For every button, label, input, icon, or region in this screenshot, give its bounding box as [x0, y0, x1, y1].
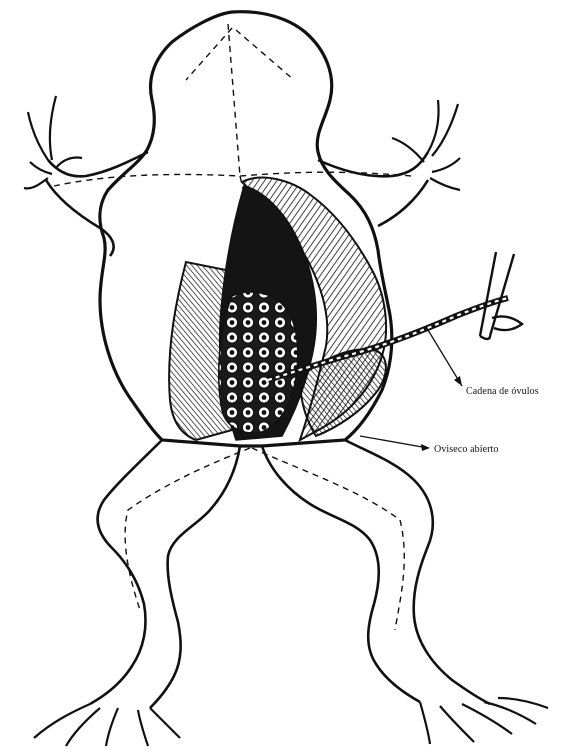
- oviduct-label: Oviseco abierto: [434, 444, 499, 455]
- right-hand: [392, 100, 460, 190]
- forceps-icon: [480, 252, 522, 339]
- left-leg: [90, 440, 240, 708]
- right-foot: [420, 698, 548, 744]
- left-foot: [34, 704, 180, 746]
- egg-chain-label: Cadena de óvulos: [466, 386, 539, 397]
- right-leg: [262, 440, 490, 704]
- oviduct: [300, 349, 386, 436]
